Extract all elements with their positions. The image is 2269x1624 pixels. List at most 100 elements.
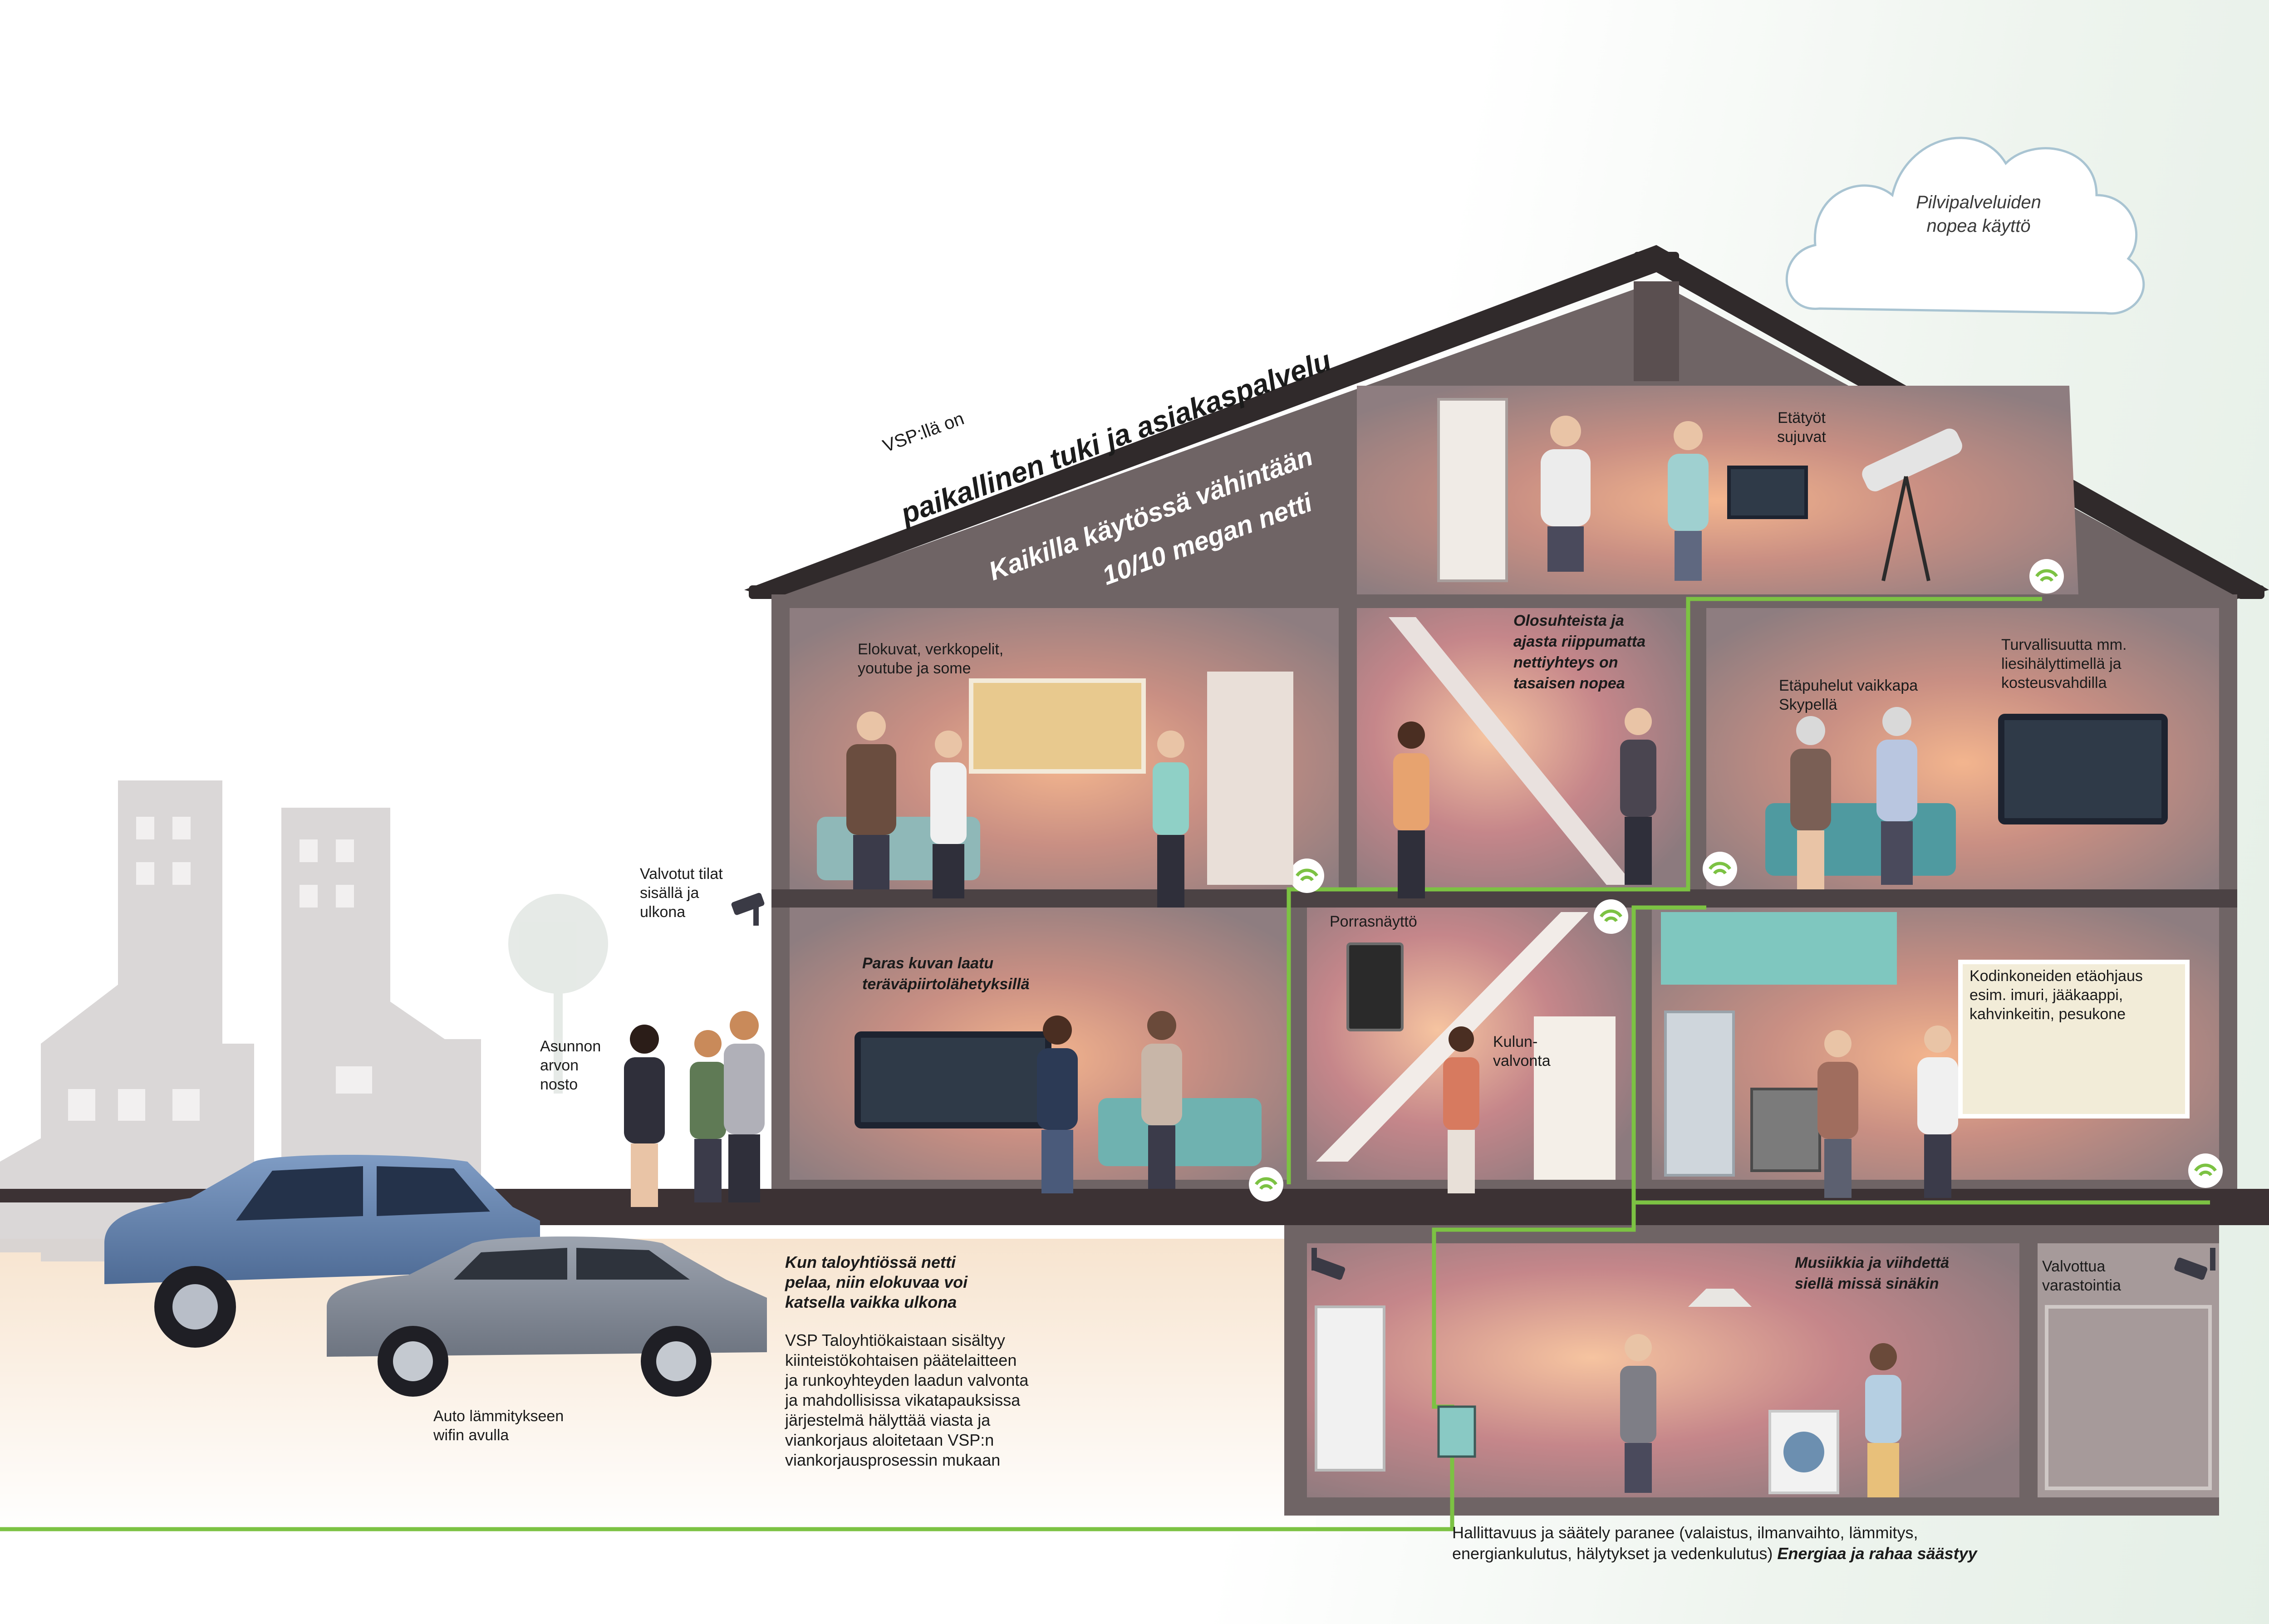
basement-label-line-1: Musiikkia ja viihdettä xyxy=(1795,1254,1950,1271)
tree xyxy=(508,894,608,994)
person xyxy=(1917,1025,1958,1198)
bottom-line-1: Hallittavuus ja säätely paranee (valaist… xyxy=(1452,1523,1918,1542)
bedroom-label-line-1: Elokuvat, verkkopelit, xyxy=(858,641,1004,658)
body-line-5: järjestelmä hälyttää viasta ja xyxy=(785,1411,991,1429)
tv-icon xyxy=(855,1031,1051,1128)
door xyxy=(1534,1016,1616,1180)
wardrobe xyxy=(1207,672,1293,885)
attic-room xyxy=(1357,386,2078,594)
car-icon xyxy=(104,1155,540,1348)
basement-label-line-2: siellä missä sinäkin xyxy=(1795,1275,1939,1292)
value-label-line-2: arvon xyxy=(540,1057,579,1074)
stairs-upper-label: Olosuhteista ja ajasta riippumatta netti… xyxy=(1513,610,1645,694)
body-bold-line-2: pelaa, niin elokuvaa voi xyxy=(785,1273,968,1291)
value-label: Asunnon arvon nosto xyxy=(540,1037,601,1094)
roof-tiles xyxy=(749,252,2264,599)
call-label-line-1: Etäpuhelut vaikkapa xyxy=(1779,677,1918,694)
people xyxy=(624,416,1958,1497)
attic-label-line-1: Etätyöt xyxy=(1778,409,1826,427)
storage-label-line-2: varastointia xyxy=(2042,1277,2121,1294)
access-control-label: Kulun- valvonta xyxy=(1493,1032,1551,1070)
wifi-icon xyxy=(2029,559,2064,594)
door-display-icon xyxy=(1346,942,1404,1031)
wifi-icon xyxy=(1594,899,1628,934)
basement-label: Musiikkia ja viihdettä siellä missä sinä… xyxy=(1795,1252,1949,1294)
room-basement xyxy=(1307,1243,2019,1497)
monitored-label-line-3: ulkona xyxy=(640,903,686,921)
body-line-4: ja mahdollisissa vikatapauksissa xyxy=(785,1391,1021,1409)
value-label-line-3: nosto xyxy=(540,1076,578,1093)
washing-machine-drum xyxy=(1783,1432,1824,1472)
car-label-line-2: wifin avulla xyxy=(433,1427,509,1444)
person xyxy=(1141,1011,1182,1189)
person xyxy=(1817,1030,1858,1198)
kitchen-window xyxy=(1958,960,2190,1119)
city-windows xyxy=(68,817,372,1121)
tree-trunk xyxy=(554,976,563,1094)
attic-label: Etätyöt sujuvat xyxy=(1756,408,1847,446)
value-label-line-1: Asunnon xyxy=(540,1038,601,1055)
person xyxy=(1876,707,1917,885)
wifi-icon xyxy=(1249,1167,1283,1202)
person xyxy=(624,1025,665,1207)
body-line-3: ja runkoyhteyden laadun valvonta xyxy=(785,1371,1029,1389)
monitored-label: Valvotut tilat sisällä ja ulkona xyxy=(640,864,723,922)
monitor-icon xyxy=(1727,466,1808,519)
body-line-6: viankorjaus aloitetaan VSP:n xyxy=(785,1431,994,1449)
stairs-label-line-4: tasaisen nopea xyxy=(1513,675,1625,692)
person xyxy=(1790,716,1831,889)
lamp-icon xyxy=(1688,1289,1752,1307)
monitored-label-line-2: sisällä ja xyxy=(640,884,699,902)
body-line-2: kiinteistökohtaisen päätelaitteen xyxy=(785,1351,1017,1369)
storage-label-line-1: Valvottua xyxy=(2042,1258,2106,1275)
person xyxy=(846,711,896,889)
living-label: Paras kuvan laatu teräväpiirtolähetyksil… xyxy=(862,953,1030,995)
wifi-icon xyxy=(1290,859,1324,893)
body-line-1: VSP Taloyhtiökaistaan sisältyy xyxy=(785,1331,1005,1349)
painting xyxy=(969,678,1146,774)
kitchen-label-line-3: kahvinkeitin, pesukone xyxy=(1969,1006,2126,1023)
sofa-living xyxy=(1098,1098,1262,1166)
door-display-label: Porrasnäyttö xyxy=(1330,913,1417,930)
security-camera-icon xyxy=(1311,1248,1346,1280)
body-bold-line-3: katsella vaikka ulkona xyxy=(785,1293,957,1311)
cloud-caption: Pilvipalveluiden nopea käyttö xyxy=(1874,191,2083,238)
bottom-line-2-bold: Energiaa ja rahaa säästyy xyxy=(1777,1544,1977,1563)
bedroom-label-line-2: youtube ja some xyxy=(858,660,971,677)
living-label-line-1: Paras kuvan laatu xyxy=(862,955,994,972)
person xyxy=(1668,421,1709,581)
wifi-icons xyxy=(1249,559,2223,1202)
body-bold-line-1: Kun taloyhtiössä netti xyxy=(785,1253,956,1271)
telescope-icon xyxy=(1862,428,1962,581)
storage-label: Valvottua varastointia xyxy=(2042,1257,2121,1295)
person xyxy=(690,1030,726,1202)
stairs-label-line-1: Olosuhteista ja xyxy=(1513,612,1624,629)
wifi-icon xyxy=(1703,852,1737,886)
body-text: Kun taloyhtiössä netti pelaa, niin eloku… xyxy=(785,1252,1028,1470)
wifi-icon xyxy=(2188,1153,2223,1188)
electric-box xyxy=(1437,1405,1476,1458)
cloud-icon xyxy=(1786,137,2145,315)
security-camera-icon xyxy=(2174,1248,2215,1280)
person xyxy=(1541,416,1591,572)
fridge-icon xyxy=(1664,1011,1735,1177)
attic-label-line-2: sujuvat xyxy=(1777,428,1826,446)
car-icon xyxy=(327,1236,767,1397)
kitchen-label-line-1: Kodinkoneiden etäohjaus xyxy=(1969,967,2143,985)
person xyxy=(1443,1026,1479,1193)
car-label: Auto lämmitykseen wifin avulla xyxy=(433,1407,564,1445)
kitchen-label: Kodinkoneiden etäohjaus esim. imuri, jää… xyxy=(1969,967,2143,1024)
staircase-upper xyxy=(1389,617,1634,885)
cloud-line-1: Pilvipalveluiden xyxy=(1916,192,2041,212)
bottom-line-2-regular: energiankulutus, hälytykset ja vedenkulu… xyxy=(1452,1544,1778,1563)
stairs-label-line-3: nettiyhteys on xyxy=(1513,654,1618,671)
monitored-label-line-1: Valvotut tilat xyxy=(640,865,723,883)
network-line xyxy=(0,597,2210,1531)
person xyxy=(1153,731,1189,908)
paragraph-gap xyxy=(785,1312,1028,1330)
cloud-line-2: nopea käyttö xyxy=(1926,216,2031,236)
bottom-text: Hallittavuus ja säätely paranee (valaist… xyxy=(1452,1522,1977,1564)
person xyxy=(930,731,967,898)
